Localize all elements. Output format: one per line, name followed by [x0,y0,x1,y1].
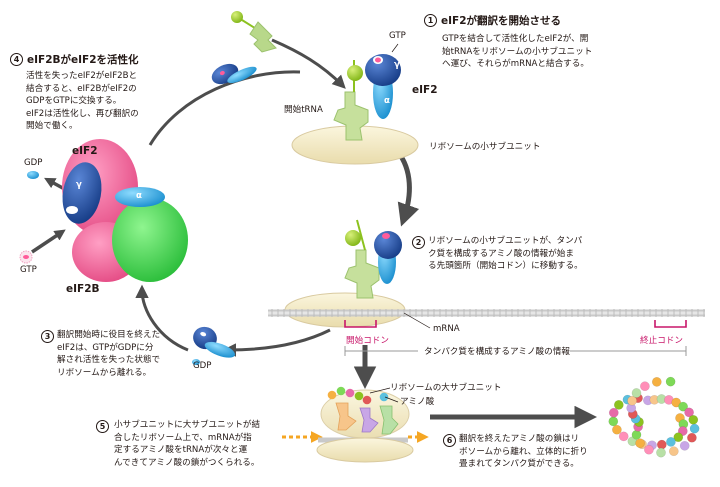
eif2-complex-2 [374,231,402,284]
protein-bead [631,429,642,440]
eif2-left-label: eIF2 [72,145,98,157]
protein-info-label: タンパク質を構成するアミノ酸の情報 [424,347,570,357]
arrow-to-eif2b [135,284,189,352]
protein-bead [678,401,688,412]
step3-number: 3 [41,330,54,343]
small-subunit-label: リボソームの小サブユニット [429,142,541,152]
trna-free [249,21,277,53]
stop-codon-label: 終止コドン [640,336,683,346]
protein-bead [618,431,629,442]
gdp-left-dot [27,171,39,179]
step1-title-text: eIF2が翻訳を開始させる [441,15,562,27]
ribosome-small-subunit-5 [316,437,414,463]
eif2-complex-1 [365,54,401,119]
protein-bead [689,423,700,434]
protein-bead [688,414,699,425]
protein-bead [613,400,624,410]
trna-orange [335,402,357,431]
arrow-gtp-in [31,229,66,254]
protein-bead [666,437,676,447]
mrna-strand [268,309,705,317]
eif2b-complex [62,139,188,282]
step5-number: 5 [96,420,109,433]
gamma-label-1: γ [394,60,400,70]
step5-title: 5 [96,420,109,433]
start-trna-2 [344,249,380,299]
gdp-bottom-dot [192,359,200,365]
protein-bead [684,407,694,418]
arrow-to-trna-top [271,38,346,89]
arrow-to-step2 [395,150,420,227]
folded-protein-chain [608,376,700,458]
step5-body: 小サブユニットに大サブユニットが結 合したリボソーム上で、mRNAが指 定するア… [114,420,261,468]
protein-bead [687,432,697,443]
arrow-eif2b-to-top [148,70,301,146]
gdp-bottom-label: GDP [193,361,212,371]
eif2-top-left [211,63,257,85]
amino-acid-1 [347,65,363,81]
protein-bead [631,388,642,398]
mrna-label: mRNA [433,324,460,334]
start-trna-1 [333,91,369,141]
gtp-top-label: GTP [389,31,406,41]
step2-title: 2 [412,236,425,249]
step4-number: 4 [10,53,23,66]
step4-title: 4 eIF2BがeIF2を活性化 [10,52,139,67]
step3-title: 3 [41,330,54,343]
protein-bead [635,438,645,449]
protein-bead [608,407,619,418]
amino-acid-2 [345,230,361,246]
step2-body: リボソームの小サブユニットが、タンパ ク質を構成するアミノ酸の情報が始ま る先頭… [428,236,583,271]
gamma-label-2: γ [76,180,82,190]
eif2b-label: eIF2B [66,283,100,295]
protein-bead [656,447,666,458]
alpha-label-1: α [384,96,390,106]
eif2-released [193,326,236,358]
trna-purple [359,407,379,433]
start-codon-bracket [344,320,377,328]
protein-bead [608,416,619,427]
large-subunit-label: リボソームの大サブユニット [390,383,502,393]
protein-bead [627,395,637,406]
protein-bead [640,381,650,392]
protein-bead [651,377,662,387]
protein-bead [679,440,690,451]
step1-title: 1 eIF2が翻訳を開始させる [424,13,561,28]
protein-bead [673,432,684,443]
step1-body: GTPを結合して活性化したeIF2が、開 始tRNAをリボソームの小サブユニット… [442,34,593,69]
eif2-right-label: eIF2 [412,84,438,96]
step4-body: 活性を失ったeIF2がeIF2Bと 結合すると、eIF2BがeIF2の GDPを… [26,71,139,131]
protein-bead [644,444,654,455]
step6-number: 6 [443,434,456,447]
step2-number: 2 [412,236,425,249]
step4-title-text: eIF2BがeIF2を活性化 [27,54,139,66]
protein-bead [665,376,676,387]
start-trna-label: 開始tRNA [284,105,323,115]
amino-acid-free [231,11,243,23]
gtp-left-label: GTP [20,265,37,275]
amino-acid-chain-5 [327,386,389,405]
protein-bead [668,446,679,457]
protein-bead [612,424,622,435]
step1-number: 1 [424,14,437,27]
protein-bead [671,397,682,408]
step6-title: 6 [443,434,456,447]
alpha-label-2: α [136,191,142,201]
amino-acid-label: アミノ酸 [400,397,435,407]
start-codon-label: 開始コドン [346,336,389,346]
step6-body: 翻訳を終えたアミノ酸の鎖はリ ボソームから離れ、立体的に折り 畳まれてタンパク質… [459,434,588,469]
trna-green [379,405,399,435]
arrow-to-step3 [222,328,331,357]
step3-body: 翻訳開始時に役目を終えた eIF2は、GTPがGDPに分 解され活性を失った状態… [57,330,161,378]
gdp-left-label: GDP [24,158,43,168]
gtp-left-dot [19,250,33,264]
stop-codon-bracket [654,320,687,328]
